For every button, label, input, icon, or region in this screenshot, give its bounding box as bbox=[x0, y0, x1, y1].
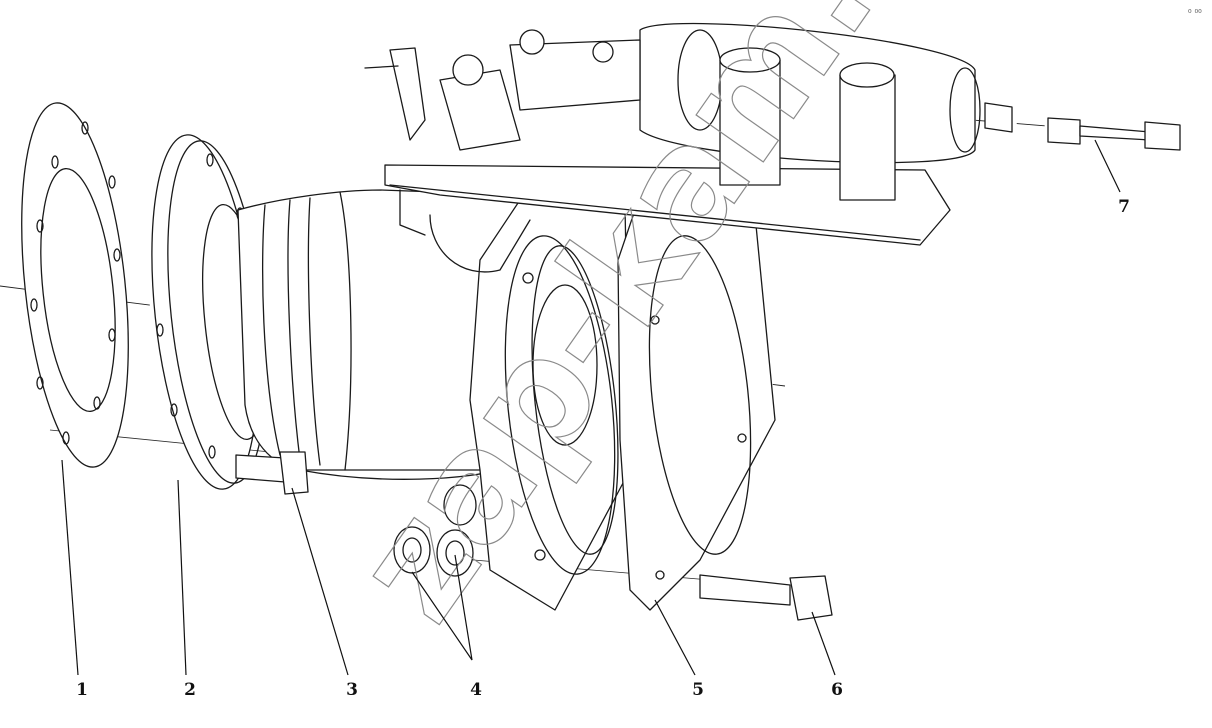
connector-part-7 bbox=[984, 102, 1181, 151]
corner-mark: ⁰ ⁰⁰ bbox=[1188, 9, 1202, 19]
callout-5: 5 bbox=[692, 680, 704, 700]
flange-part-2 bbox=[151, 134, 268, 490]
callout-2: 2 bbox=[184, 680, 196, 700]
actuator-bracket bbox=[364, 22, 981, 273]
gasket-part-1 bbox=[21, 102, 129, 468]
bolt-part-3 bbox=[235, 451, 309, 495]
nuts-part-4 bbox=[393, 526, 474, 577]
callout-6: 6 bbox=[831, 680, 843, 700]
callout-7: 7 bbox=[1118, 197, 1130, 217]
callout-1: 1 bbox=[76, 680, 88, 700]
callout-3: 3 bbox=[346, 680, 358, 700]
leader-lines bbox=[61, 139, 1121, 676]
valve-housing bbox=[237, 189, 631, 611]
callout-4: 4 bbox=[470, 680, 482, 700]
bolt-part-6 bbox=[699, 574, 833, 621]
